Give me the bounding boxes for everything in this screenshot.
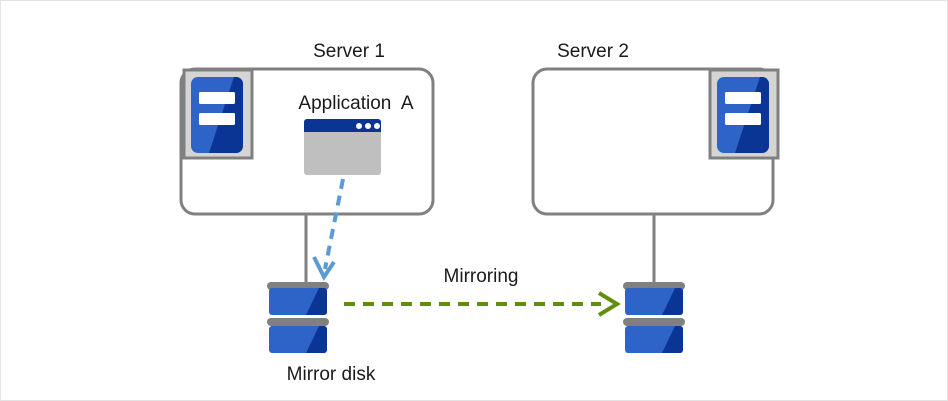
- blue-dashed-write-arrow: [312, 178, 345, 281]
- server2-machine-icon: [708, 68, 780, 160]
- application-window-icon: [304, 119, 381, 175]
- server1-machine-icon: [182, 68, 254, 160]
- mirror-disk-label: Mirror disk: [286, 364, 376, 385]
- application-label: Application A: [298, 93, 414, 114]
- disk-stack-left: [267, 282, 329, 353]
- mirroring-label: Mirroring: [443, 266, 519, 287]
- server1-title: Server 1: [313, 41, 385, 62]
- disk-stack-right: [623, 282, 685, 353]
- server2-title: Server 2: [557, 41, 629, 62]
- green-dashed-mirroring-arrow: [344, 291, 621, 317]
